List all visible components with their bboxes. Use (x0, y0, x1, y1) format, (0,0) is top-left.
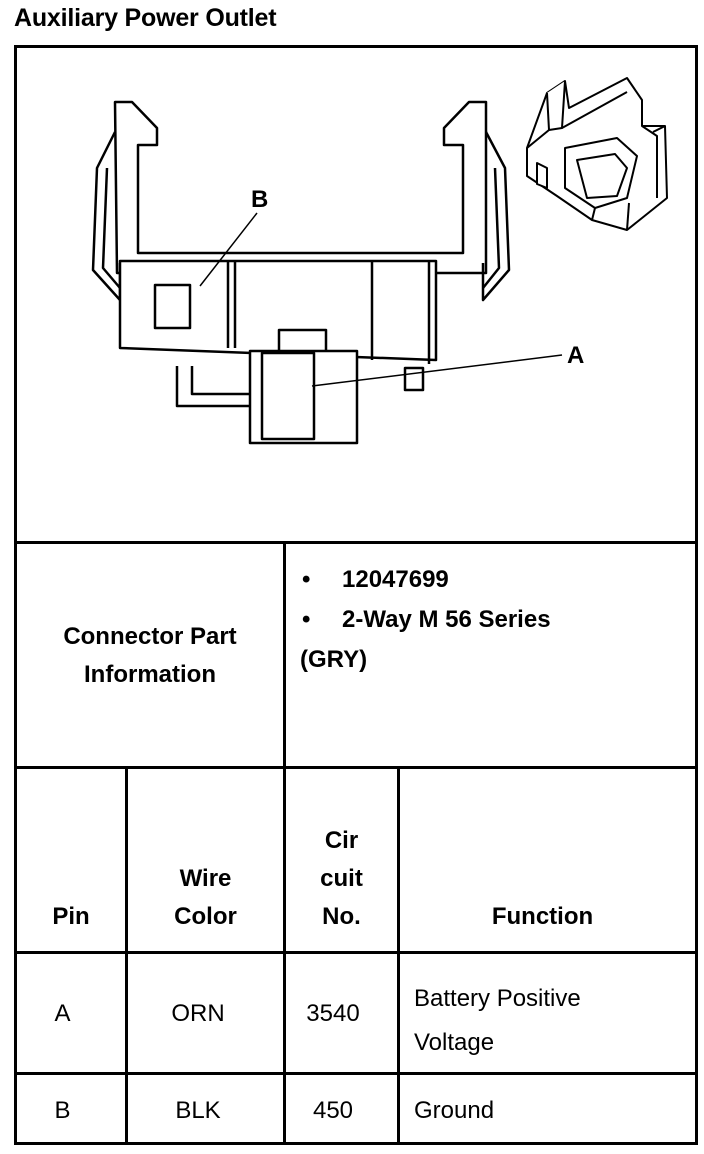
divider (283, 541, 286, 767)
row-a-wire-color: ORN (171, 1000, 225, 1027)
page-title: Auxiliary Power Outlet (14, 4, 277, 32)
header-circuit-line1: Cir (324, 827, 359, 854)
bullet-icon: • (302, 606, 311, 633)
header-circuit: Cir cuit No. (286, 822, 397, 936)
header-circuit-line2: cuit (320, 865, 363, 892)
connector-color: (GRY) (300, 646, 368, 673)
connector-info-values: • 12047699 • 2-Way M 56 Series (GRY) (300, 560, 690, 680)
isometric-view-icon (526, 77, 668, 231)
connector-description: 2-Way M 56 Series (342, 606, 551, 633)
part-number: 12047699 (342, 566, 449, 593)
divider (283, 766, 286, 1145)
row-b-pin: B (54, 1097, 71, 1124)
divider (14, 766, 698, 769)
connector-info-label-line1: Connector Part (63, 622, 237, 650)
connector-frame (14, 45, 698, 1145)
header-circuit-line3: No. (322, 903, 361, 930)
header-wire-color-line1: Wire (179, 865, 232, 892)
divider (125, 766, 128, 1145)
divider (14, 951, 698, 954)
connector-diagram: B A (91, 77, 668, 445)
row-b-circuit: 450 (312, 1097, 354, 1124)
divider (14, 541, 698, 544)
header-wire-color: Wire Color (128, 860, 283, 936)
callout-a-label: A (567, 342, 584, 369)
row-b-function: Ground (414, 1097, 495, 1124)
callout-b-label: B (251, 186, 268, 213)
header-function: Function (491, 903, 594, 930)
row-a-circuit: 3540 (306, 1000, 360, 1027)
connector-info-label-line2: Information (84, 660, 216, 688)
row-a-pin: A (54, 1000, 71, 1027)
row-b-wire-color: BLK (175, 1097, 221, 1124)
header-pin: Pin (52, 903, 90, 930)
divider (397, 766, 400, 1145)
row-a-function: Battery Positive Voltage (414, 977, 694, 1065)
row-a-function-line1: Battery Positive (414, 985, 581, 1012)
header-wire-color-line2: Color (174, 903, 237, 930)
bullet-icon: • (302, 566, 311, 593)
connector-info-label: Connector Part Information (17, 544, 283, 767)
divider (14, 1072, 698, 1075)
row-a-function-line2: Voltage (414, 1029, 495, 1056)
